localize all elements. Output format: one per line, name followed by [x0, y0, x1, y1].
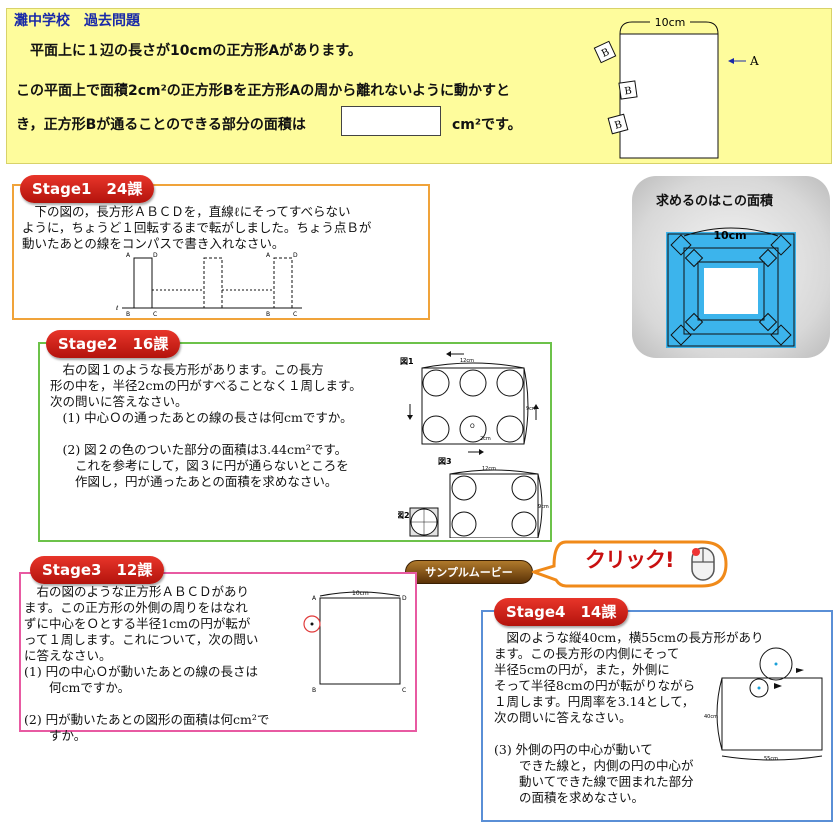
stage4-dim-h: 40cm — [704, 714, 718, 720]
stage2-fig3-label: 図3 — [438, 457, 452, 466]
stage1-badge[interactable]: Stage1 24課 — [20, 175, 155, 203]
stage4-figure: 40cm 55cm — [704, 647, 823, 762]
stage3-panel — [19, 572, 417, 732]
problem-title: 灘中学校 過去問題 — [14, 13, 140, 29]
stage2-fig1-label: 図1 — [400, 357, 414, 366]
svg-text:B: B — [600, 47, 611, 60]
stage4-dim-w: 55cm — [764, 756, 778, 762]
square-a-label: A — [749, 54, 759, 68]
stage4-panel — [481, 610, 833, 822]
stage1-text: 下の図の，長方形ＡＢＣＤを，直線ℓにそってすべらない ように，ちょうど１回転する… — [22, 204, 372, 251]
stage3-text: 右の図のような正方形ＡＢＣＤがあり ます。この正方形の外側の周りをはなれ ずに中… — [24, 584, 270, 743]
stage1-label-a: A — [126, 252, 131, 259]
stage3-label-b: B — [312, 687, 316, 694]
answer-box — [341, 106, 441, 136]
stage3-figure: 10cm A D B C — [303, 590, 407, 694]
stage1-label-d: D — [153, 252, 158, 259]
square-b-2: B — [618, 80, 638, 100]
problem-line-3-end: cm²です。 — [452, 117, 522, 133]
square-b-3: B — [607, 113, 629, 135]
click-callout[interactable] — [532, 536, 732, 592]
stage1-label-l: ℓ — [116, 305, 118, 312]
stage2-figures: 図1 図3 図2 12cm 9cm 2cm O 12cm 9cm — [398, 351, 549, 538]
stage2-center-label: O — [470, 423, 475, 430]
square-a-figure: 10cm A B B B — [593, 16, 759, 159]
area-figure: 10cm — [666, 227, 796, 348]
stage2-text: 右の図１のような長方形があります。この長方 形の中を，半径2cmの円がすべること… — [50, 362, 362, 489]
svg-text:12cm: 12cm — [482, 466, 496, 472]
problem-line-1: 平面上に１辺の長さが10cmの正方形Aがあります。 — [30, 43, 362, 59]
stage3-label-d: D — [402, 595, 407, 602]
svg-text:C: C — [293, 311, 297, 318]
svg-text:A: A — [266, 252, 271, 259]
svg-text:9cm: 9cm — [526, 406, 537, 412]
problem-line-3: き，正方形Bが通ることのできる部分の面積は — [16, 117, 306, 133]
stage4-badge[interactable]: Stage4 14課 — [494, 598, 629, 626]
svg-text:B: B — [624, 86, 633, 98]
svg-text:B: B — [266, 311, 270, 318]
stage1-figure: A D B C A D B C ℓ — [116, 252, 302, 318]
stage1-label-b: B — [126, 311, 130, 318]
stage3-label-a: A — [312, 595, 317, 602]
svg-text:9cm: 9cm — [538, 504, 549, 510]
area-title: 求めるのはこの面積 — [656, 194, 774, 209]
stage4-text: 図のような縦40cm，横55cmの長方形があり ます。この長方形の内側にそって … — [494, 630, 764, 805]
stage3-badge[interactable]: Stage3 12課 — [30, 556, 165, 584]
stage1-panel — [12, 184, 430, 320]
square-a-dim: 10cm — [655, 16, 686, 29]
svg-text:12cm: 12cm — [460, 358, 474, 364]
stage3-dim: 10cm — [352, 590, 369, 597]
area-dim: 10cm — [713, 229, 746, 242]
stage2-panel — [38, 342, 552, 542]
mouse-icon — [691, 547, 715, 581]
sample-movie-button[interactable]: サンプルムービー — [405, 560, 533, 584]
svg-text:2cm: 2cm — [480, 436, 491, 442]
stage1-label-c: C — [153, 311, 157, 318]
svg-text:D: D — [293, 252, 298, 259]
stage2-fig2-label: 図2 — [398, 511, 410, 520]
click-label[interactable]: クリック! — [585, 548, 675, 572]
stage3-label-c: C — [402, 687, 406, 694]
svg-text:B: B — [613, 119, 623, 132]
stage2-badge[interactable]: Stage2 16課 — [46, 330, 181, 358]
problem-line-2: この平面上で面積2cm²の正方形Bを正方形Aの周から離れないように動かすと — [16, 83, 510, 99]
square-b-1: B — [593, 40, 617, 64]
